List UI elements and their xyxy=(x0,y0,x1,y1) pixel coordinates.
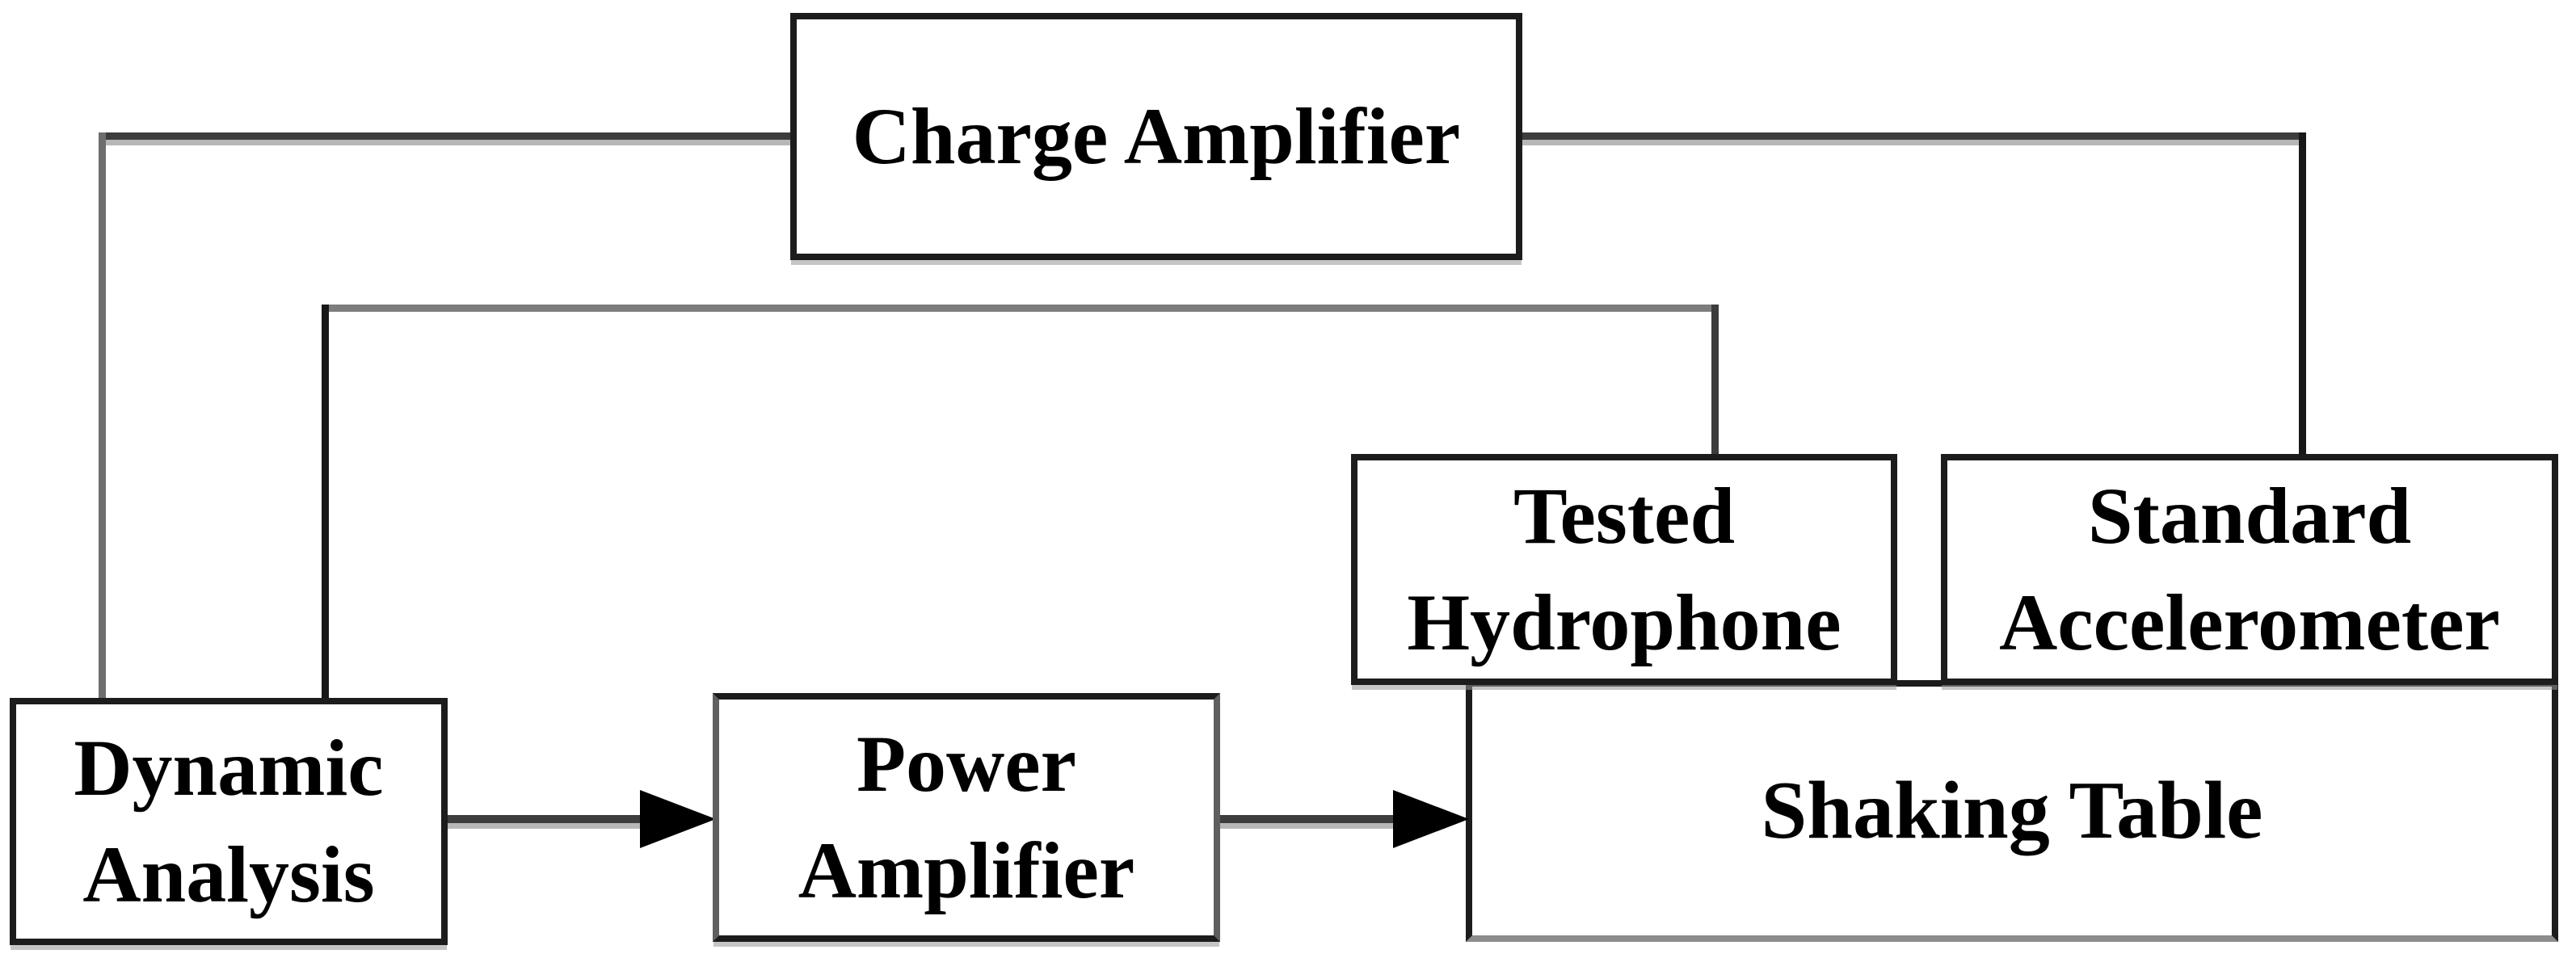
node-label-line1: Dynamic xyxy=(74,723,384,813)
edge-dynamic-analysis-power-amplifier-line xyxy=(448,815,646,823)
node-label-line1: Power xyxy=(856,719,1077,809)
node-charge-amplifier: Charge Amplifier xyxy=(790,13,1522,260)
node-shaking-table: Shaking Table xyxy=(1466,680,2558,942)
edge-charge-amplifier-dynamic-analysis-vertical xyxy=(99,132,106,698)
node-label-line2: Analysis xyxy=(82,830,375,919)
edge-charge-amplifier-standard-accelerometer-horizontal xyxy=(1522,132,2306,140)
node-label-line1: Standard xyxy=(2087,471,2412,561)
edge-dynamic-analysis-tested-hydrophone-vertical-right xyxy=(1711,305,1719,454)
edge-power-amplifier-shaking-table-line xyxy=(1220,815,1400,823)
arrowhead-right-icon xyxy=(640,790,716,848)
edge-charge-amplifier-standard-accelerometer-vertical xyxy=(2299,132,2306,454)
edge-charge-amplifier-dynamic-analysis-horizontal xyxy=(99,132,790,140)
edge-dynamic-analysis-tested-hydrophone-horizontal xyxy=(322,305,1719,312)
node-standard-accelerometer: Standard Accelerometer xyxy=(1941,454,2558,685)
node-label: Charge Amplifier xyxy=(852,91,1461,181)
node-label-line2: Hydrophone xyxy=(1407,578,1842,667)
node-label-line1: Tested xyxy=(1513,471,1736,561)
node-label-line2: Accelerometer xyxy=(1999,578,2500,667)
node-label: Shaking Table xyxy=(1761,764,2263,856)
node-label-line2: Amplifier xyxy=(798,826,1135,915)
node-tested-hydrophone: Tested Hydrophone xyxy=(1351,454,1897,685)
node-dynamic-analysis: Dynamic Analysis xyxy=(10,698,448,945)
node-power-amplifier: Power Amplifier xyxy=(713,693,1220,942)
edge-dynamic-analysis-tested-hydrophone-vertical-left xyxy=(322,305,329,698)
arrowhead-right-icon xyxy=(1393,790,1469,848)
